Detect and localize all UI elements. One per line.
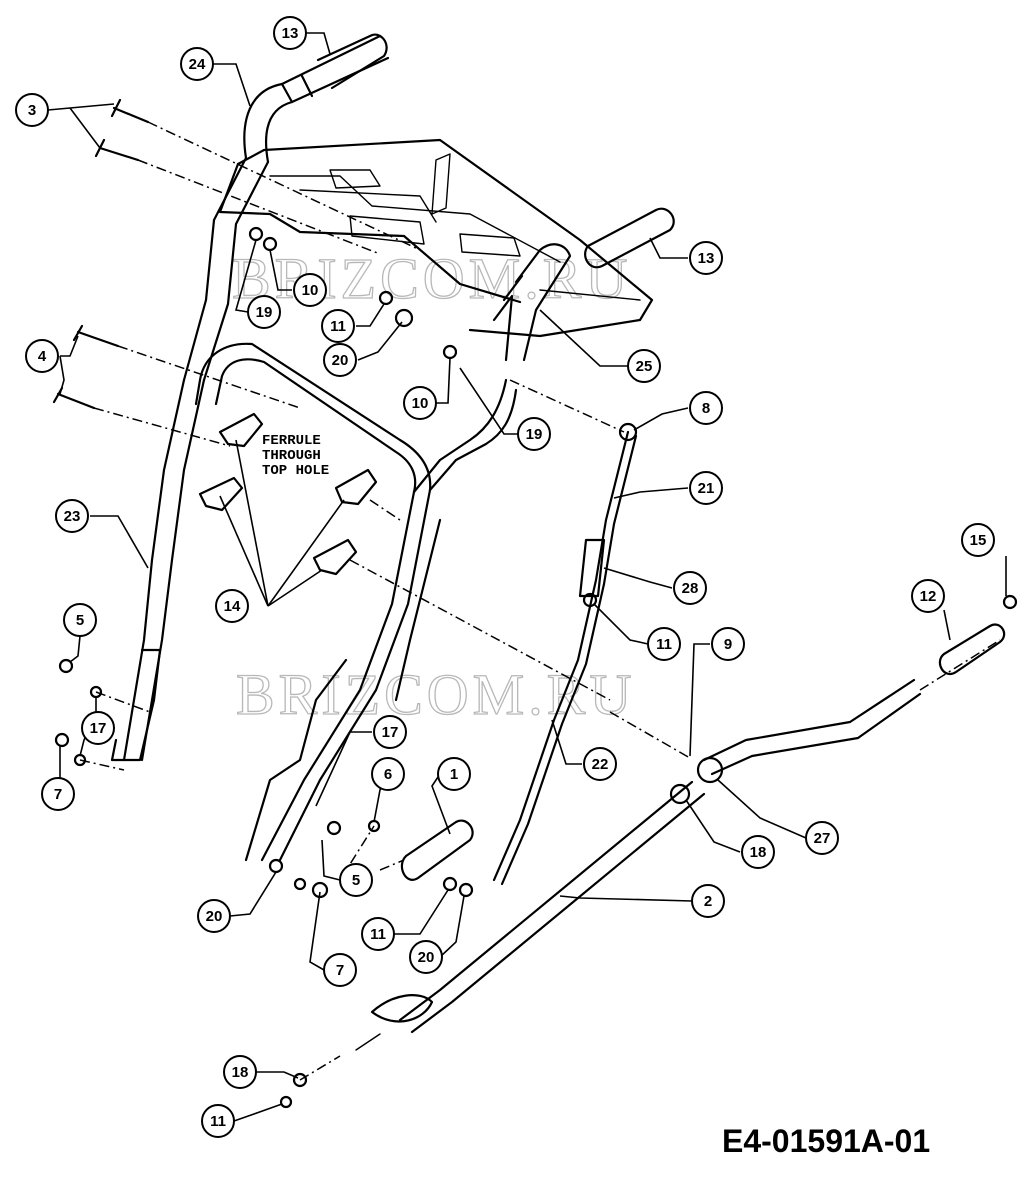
- svg-text:11: 11: [656, 636, 672, 653]
- svg-text:10: 10: [412, 395, 429, 412]
- svg-text:5: 5: [76, 612, 84, 629]
- svg-text:12: 12: [920, 588, 937, 605]
- callout-9: 9: [711, 627, 745, 661]
- svg-text:3: 3: [28, 102, 36, 119]
- callout-11-lower: 11: [361, 917, 395, 951]
- callout-12: 12: [911, 579, 945, 613]
- svg-text:21: 21: [698, 480, 715, 497]
- callout-11-upper: 11: [321, 309, 355, 343]
- leader-lines: [47, 32, 1007, 1122]
- svg-text:27: 27: [814, 830, 831, 847]
- svg-text:FERRULE: FERRULE: [262, 433, 321, 449]
- svg-text:20: 20: [418, 949, 435, 966]
- svg-text:13: 13: [282, 25, 299, 42]
- svg-text:17: 17: [90, 720, 107, 737]
- svg-text:11: 11: [330, 318, 346, 335]
- callout-17-center: 17: [373, 715, 407, 749]
- callout-3: 3: [15, 93, 49, 127]
- ferrule-note: FERRULE THROUGH TOP HOLE: [262, 433, 329, 479]
- svg-text:11: 11: [210, 1113, 226, 1130]
- callout-28: 28: [673, 571, 707, 605]
- callout-10-upper: 10: [293, 273, 327, 307]
- callout-18-right: 18: [741, 835, 775, 869]
- callout-20-upper: 20: [323, 343, 357, 377]
- callout-6: 6: [371, 757, 405, 791]
- svg-text:22: 22: [592, 756, 609, 773]
- svg-text:28: 28: [682, 580, 699, 597]
- svg-text:18: 18: [750, 844, 767, 861]
- callout-8: 8: [689, 391, 723, 425]
- svg-text:8: 8: [702, 400, 710, 417]
- callout-19-lower: 19: [517, 417, 551, 451]
- callout-10-lower: 10: [403, 386, 437, 420]
- callout-25: 25: [627, 349, 661, 383]
- callout-18-bottom: 18: [223, 1055, 257, 1089]
- callout-20-left: 20: [197, 899, 231, 933]
- svg-text:10: 10: [302, 282, 319, 299]
- callout-17-left: 17: [81, 711, 115, 745]
- svg-text:13: 13: [698, 250, 715, 267]
- svg-text:9: 9: [724, 636, 732, 653]
- assembly-lines: [79, 121, 1001, 1081]
- callout-11-middle: 11: [647, 627, 681, 661]
- callout-2: 2: [691, 884, 725, 918]
- callout-23: 23: [55, 499, 89, 533]
- callout-13-right: 13: [689, 241, 723, 275]
- svg-text:20: 20: [332, 352, 349, 369]
- svg-text:14: 14: [224, 598, 241, 615]
- callout-4: 4: [25, 339, 59, 373]
- svg-text:18: 18: [232, 1064, 249, 1081]
- callout-7-center: 7: [323, 953, 357, 987]
- svg-text:4: 4: [38, 348, 47, 365]
- svg-text:20: 20: [206, 908, 223, 925]
- svg-text:2: 2: [704, 893, 712, 910]
- callout-5-left: 5: [63, 603, 97, 637]
- callout-13-top: 13: [273, 16, 307, 50]
- callout-27: 27: [805, 821, 839, 855]
- callout-21: 21: [689, 471, 723, 505]
- svg-text:TOP HOLE: TOP HOLE: [262, 463, 329, 479]
- svg-text:THROUGH: THROUGH: [262, 448, 321, 464]
- svg-text:25: 25: [636, 358, 653, 375]
- drawing-code: E4-01591A-01: [722, 1123, 930, 1159]
- callout-15: 15: [961, 523, 995, 557]
- callout-1: 1: [437, 757, 471, 791]
- callout-19-upper: 19: [247, 295, 281, 329]
- svg-text:11: 11: [370, 926, 386, 943]
- svg-text:23: 23: [64, 508, 81, 525]
- svg-text:19: 19: [256, 304, 273, 321]
- callout-5-center: 5: [339, 863, 373, 897]
- watermark-top: BRIZCOM.RU: [232, 246, 631, 311]
- callout-14: 14: [215, 589, 249, 623]
- parts-drawing: [52, 33, 1018, 1109]
- svg-text:5: 5: [352, 872, 360, 889]
- svg-text:24: 24: [189, 56, 206, 73]
- svg-text:1: 1: [450, 766, 458, 783]
- watermark-bottom: BRIZCOM.RU: [236, 662, 635, 727]
- callout-22: 22: [583, 747, 617, 781]
- svg-text:6: 6: [384, 766, 392, 783]
- svg-text:7: 7: [336, 962, 344, 979]
- svg-text:7: 7: [54, 786, 62, 803]
- svg-text:17: 17: [382, 724, 399, 741]
- callout-24: 24: [180, 47, 214, 81]
- svg-text:19: 19: [526, 426, 543, 443]
- svg-text:15: 15: [970, 532, 987, 549]
- callout-11-bottom: 11: [201, 1104, 235, 1138]
- callout-20-right: 20: [409, 940, 443, 974]
- callout-7-left: 7: [41, 777, 75, 811]
